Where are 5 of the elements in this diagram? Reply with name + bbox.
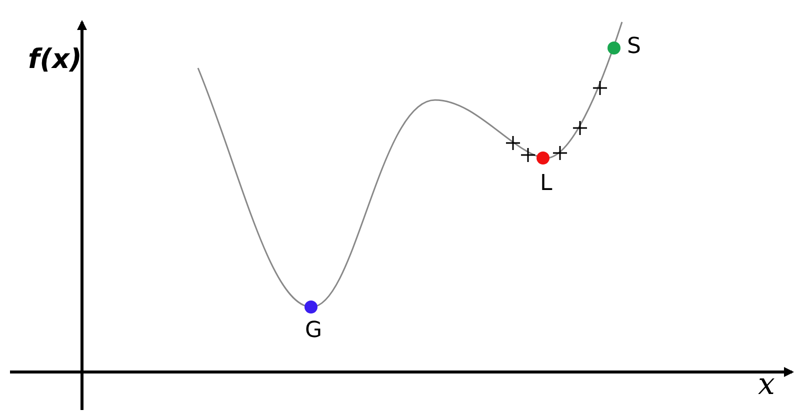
point-label: G: [305, 320, 322, 342]
axis-label: x: [758, 370, 775, 400]
point-label: S: [627, 36, 641, 58]
axis-label: f(x): [28, 46, 82, 73]
point-label: L: [540, 173, 552, 195]
